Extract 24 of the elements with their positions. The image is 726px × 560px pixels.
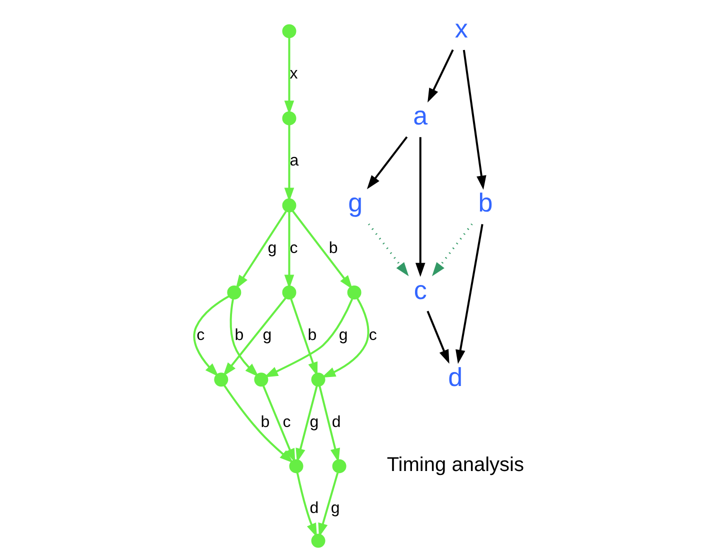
node-text: d: [448, 362, 463, 392]
label: Timing analysis: [386, 454, 524, 476]
node-text: a: [413, 100, 428, 131]
edge-label: c: [290, 240, 298, 257]
edge-label: b: [308, 326, 317, 344]
edge-label: x: [290, 66, 298, 83]
edge-label: c: [368, 326, 377, 344]
edge-label: g: [338, 326, 348, 344]
edge-label: b: [328, 240, 338, 257]
node-text: x: [454, 14, 468, 44]
edge-label: d: [332, 414, 341, 431]
node-text: g: [348, 188, 363, 218]
node-text: c: [414, 274, 427, 305]
edge-label: g: [268, 240, 277, 257]
edge-label: a: [290, 152, 299, 170]
edge-label: g: [330, 500, 340, 518]
edge-label: c: [282, 414, 291, 431]
edge-label: b: [260, 414, 270, 431]
edge-label: d: [310, 500, 319, 518]
edge-label: g: [310, 414, 319, 431]
edge-label: b: [234, 326, 244, 344]
node-text: b: [478, 188, 493, 218]
edge-label: c: [196, 326, 205, 344]
edge-label: g: [262, 326, 272, 344]
